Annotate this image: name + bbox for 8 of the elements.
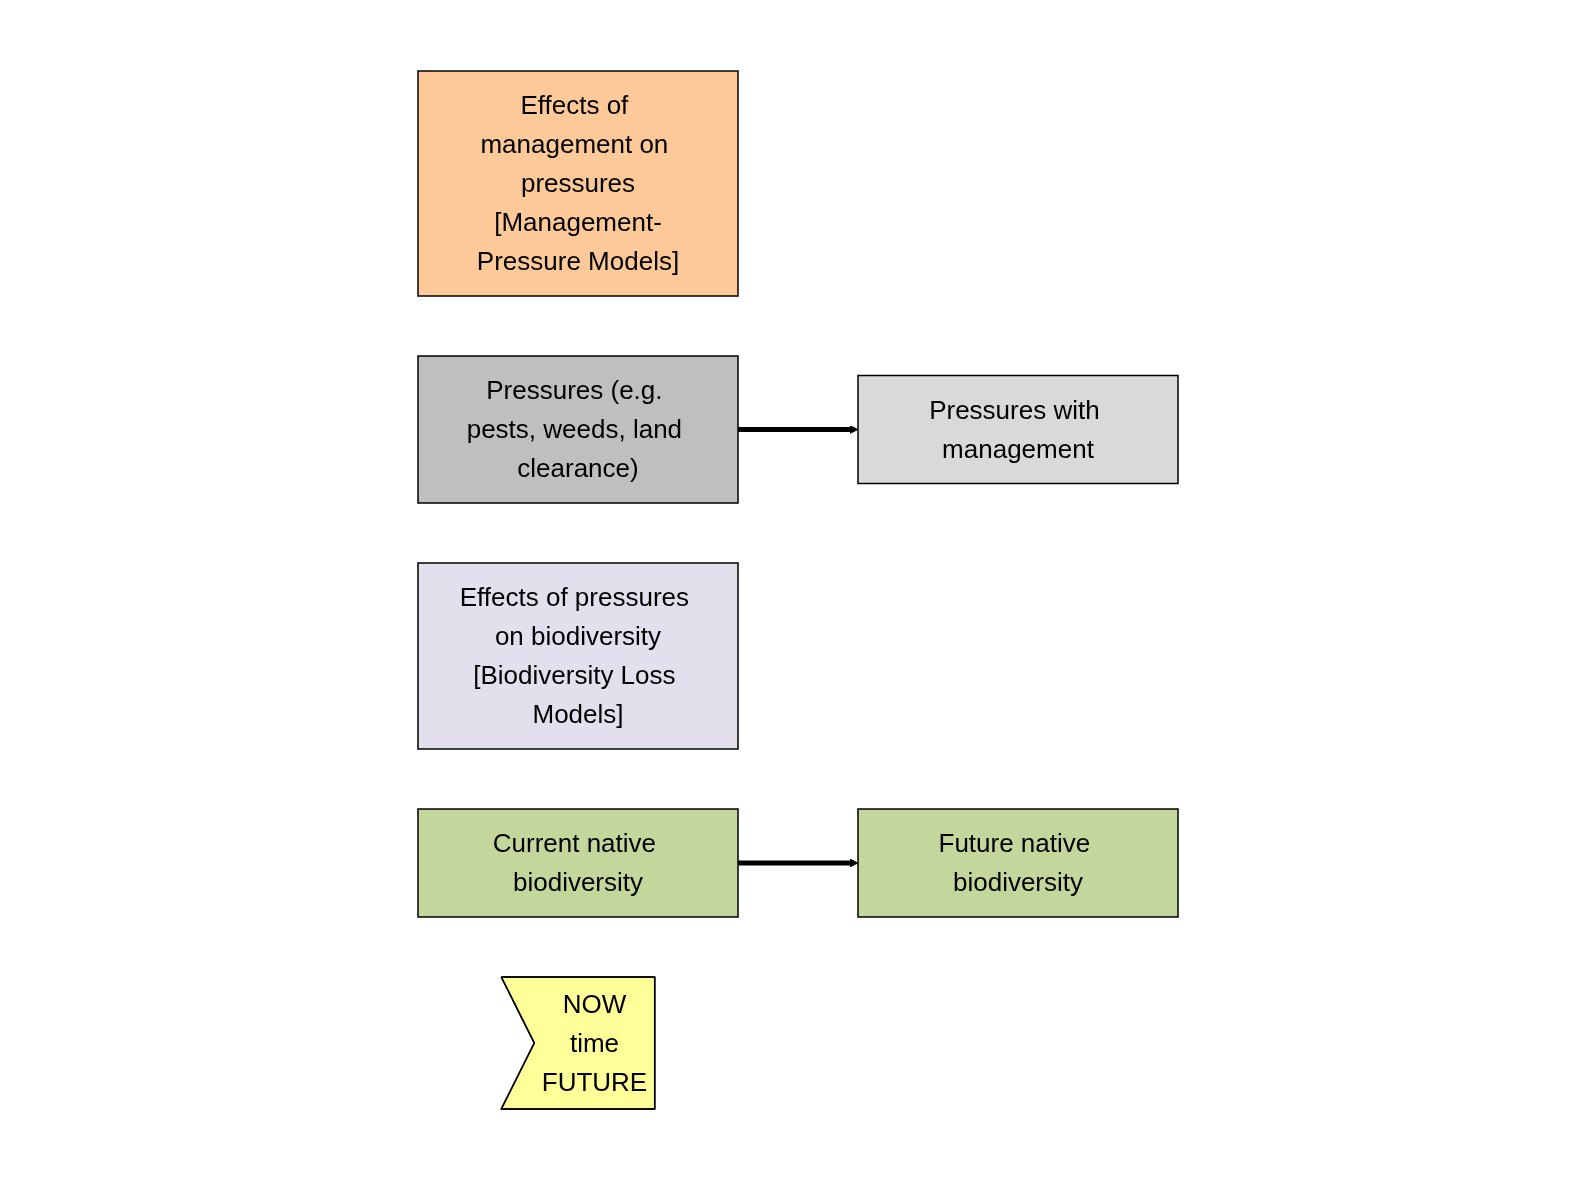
arrow — [738, 424, 859, 434]
node-box: Future native biodiversity — [857, 807, 1179, 918]
node-box: Pressures with management — [857, 374, 1179, 484]
arrow — [738, 858, 859, 867]
node-box: Current native biodiversity — [417, 807, 739, 918]
node-box: Effects of management on pressures [Management-Pressure Models] — [417, 69, 739, 297]
node-box: Pressures (e.g. pests, weeds, land clearance) — [417, 354, 739, 504]
node-box: Effects of pressures on biodiversity [Biodiversity Loss Models] — [417, 561, 739, 750]
